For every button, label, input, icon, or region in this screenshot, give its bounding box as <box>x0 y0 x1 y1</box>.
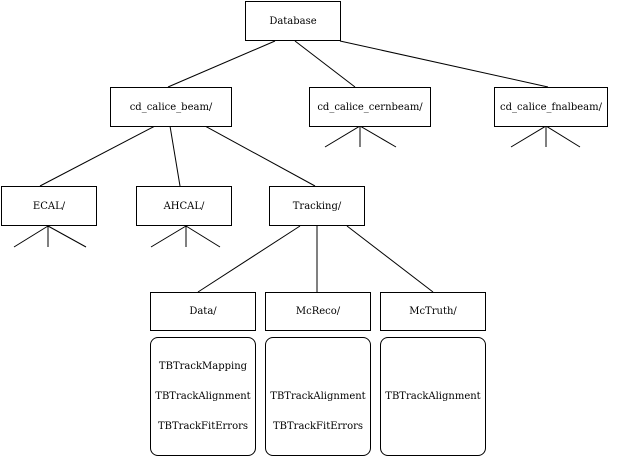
node-ahcal: AHCAL/ <box>136 186 232 226</box>
edge-tracking-mctruth <box>346 225 434 293</box>
node-mcreco: McReco/ <box>265 292 371 331</box>
contents-data: TBTrackMapping TBTrackAlignment TBTrackF… <box>150 337 256 456</box>
edge-database-fnalbeam <box>339 40 549 88</box>
stub-lines-ecal <box>13 225 87 248</box>
node-cd-calice-beam: cd_calice_beam/ <box>110 87 232 127</box>
contents-data-item: TBTrackFitErrors <box>157 421 249 432</box>
node-mctruth: McTruth/ <box>380 292 486 331</box>
contents-mcreco-item: TBTrackAlignment <box>270 391 366 402</box>
contents-mcreco-item: TBTrackFitErrors <box>272 421 364 432</box>
node-ecal: ECAL/ <box>1 186 97 226</box>
node-data: Data/ <box>150 292 256 331</box>
stub-lines-ahcal <box>150 225 221 248</box>
contents-data-item: TBTrackMapping <box>158 361 248 372</box>
node-cd-calice-cernbeam: cd_calice_cernbeam/ <box>309 87 431 127</box>
edge-tracking-data <box>197 225 301 293</box>
stub-lines-cernbeam <box>324 125 397 148</box>
edge-database-beam <box>167 40 276 88</box>
contents-mctruth: TBTrackAlignment <box>380 337 486 456</box>
edge-beam-ecal <box>39 125 156 187</box>
edge-beam-tracking <box>204 125 316 187</box>
node-database: Database <box>245 1 341 41</box>
edge-database-cernbeam <box>294 40 356 88</box>
edge-beam-ahcal <box>169 125 181 187</box>
node-tracking: Tracking/ <box>269 186 365 226</box>
stub-lines-fnalbeam <box>510 125 581 148</box>
contents-mcreco: TBTrackAlignment TBTrackFitErrors <box>265 337 371 456</box>
node-cd-calice-fnalbeam: cd_calice_fnalbeam/ <box>494 87 608 127</box>
contents-mctruth-item: TBTrackAlignment <box>385 391 481 402</box>
contents-data-item: TBTrackAlignment <box>155 391 251 402</box>
